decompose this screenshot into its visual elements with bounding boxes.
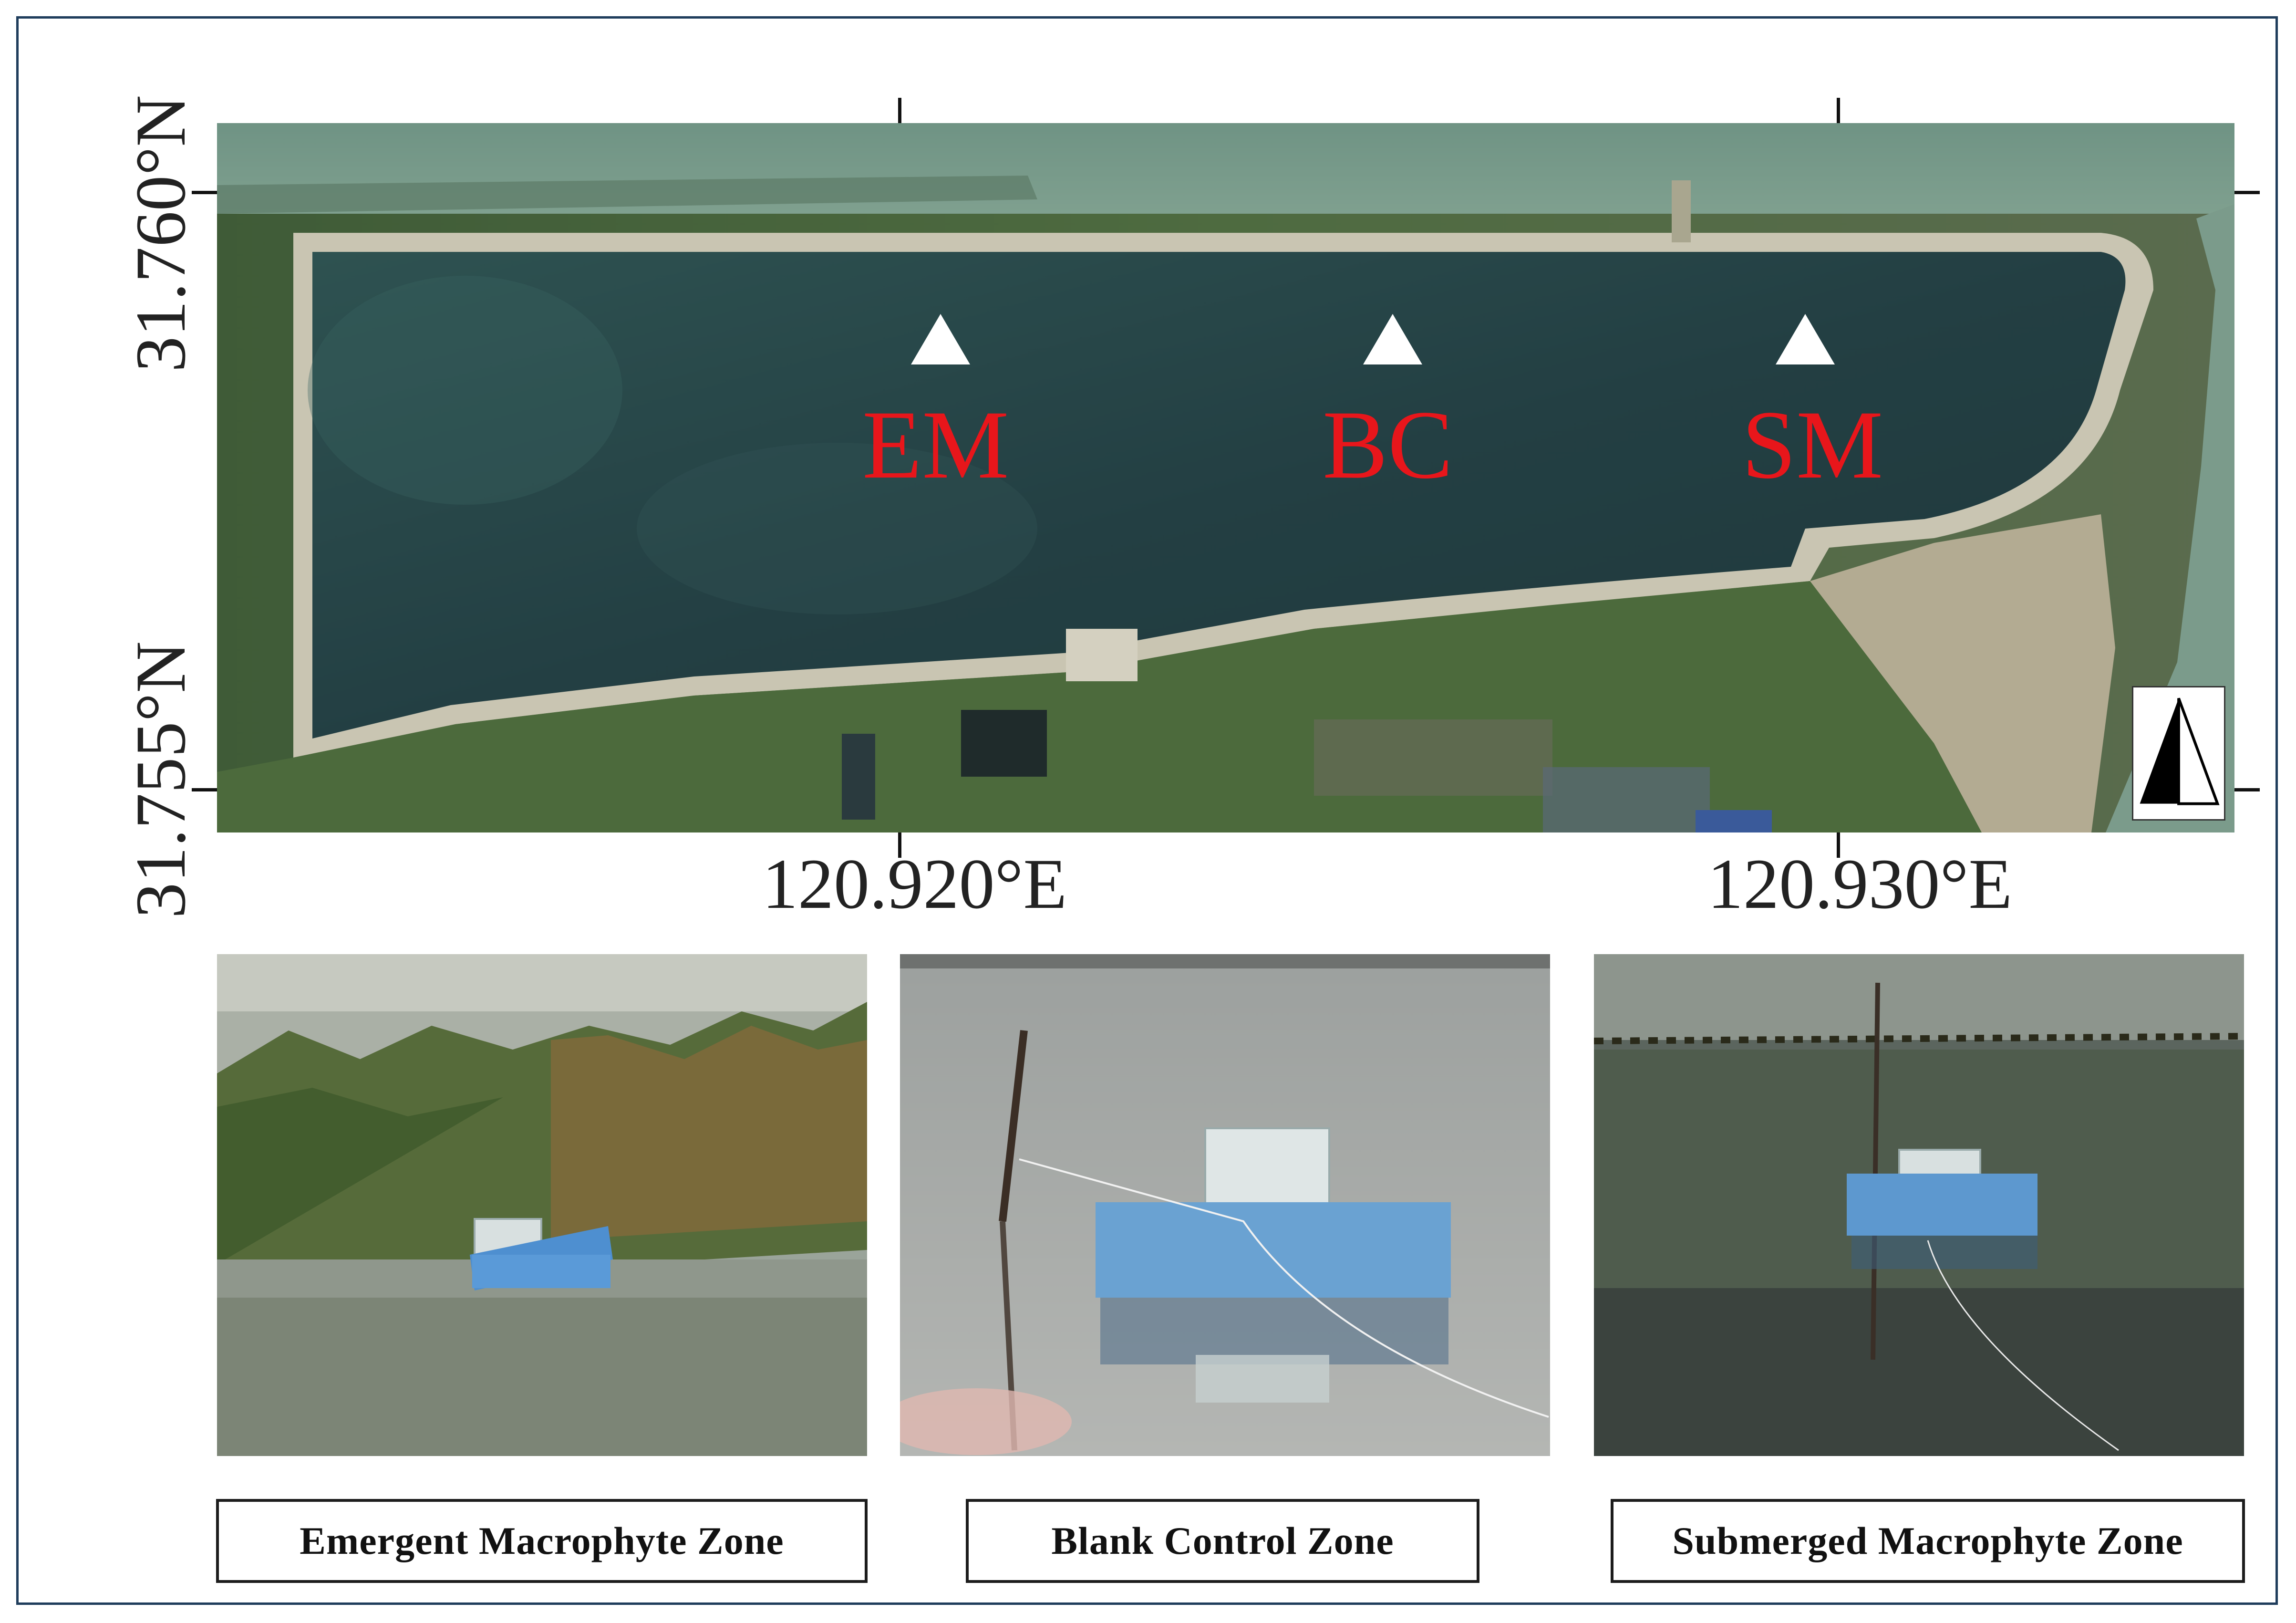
figure-frame	[16, 16, 2278, 1605]
photo-blank-control-graphic	[900, 954, 1550, 1456]
photo-emergent-graphic	[217, 954, 867, 1456]
site-label-sm: SM	[1742, 391, 1883, 499]
tick-top-lon-2	[1837, 98, 1840, 123]
longitude-label-left: 120.920°E	[762, 844, 1067, 924]
north-arrow-icon	[2140, 697, 2220, 805]
latitude-label-top: 31.760°N	[121, 95, 200, 372]
latitude-label-bottom: 31.755°N	[121, 641, 200, 918]
satellite-map-graphic	[217, 123, 2234, 832]
tick-right-lat-1	[2234, 191, 2260, 194]
tick-bottom-lon-1	[898, 832, 901, 858]
photo-blank-control	[900, 954, 1550, 1456]
caption-submerged-macrophyte-zone: Submerged Macrophyte Zone	[1611, 1499, 2245, 1583]
tick-top-lon-1	[898, 98, 901, 123]
photo-submerged-graphic	[1594, 954, 2244, 1456]
site-label-em: EM	[862, 391, 1009, 499]
tick-right-lat-2	[2234, 788, 2260, 791]
tick-bottom-lon-2	[1837, 832, 1840, 858]
photo-emergent-macrophyte	[217, 954, 867, 1456]
north-arrow	[2132, 686, 2225, 821]
site-marker-em	[911, 314, 970, 364]
site-marker-sm	[1776, 314, 1835, 364]
caption-emergent-macrophyte-zone: Emergent Macrophyte Zone	[216, 1499, 868, 1583]
longitude-label-right: 120.930°E	[1707, 844, 2013, 924]
caption-blank-control-zone: Blank Control Zone	[966, 1499, 1479, 1583]
site-label-bc: BC	[1323, 391, 1453, 499]
satellite-map	[217, 123, 2234, 832]
tick-left-lat-2	[192, 788, 217, 791]
tick-left-lat-1	[192, 191, 217, 194]
site-marker-bc	[1363, 314, 1422, 364]
photo-submerged-macrophyte	[1594, 954, 2244, 1456]
